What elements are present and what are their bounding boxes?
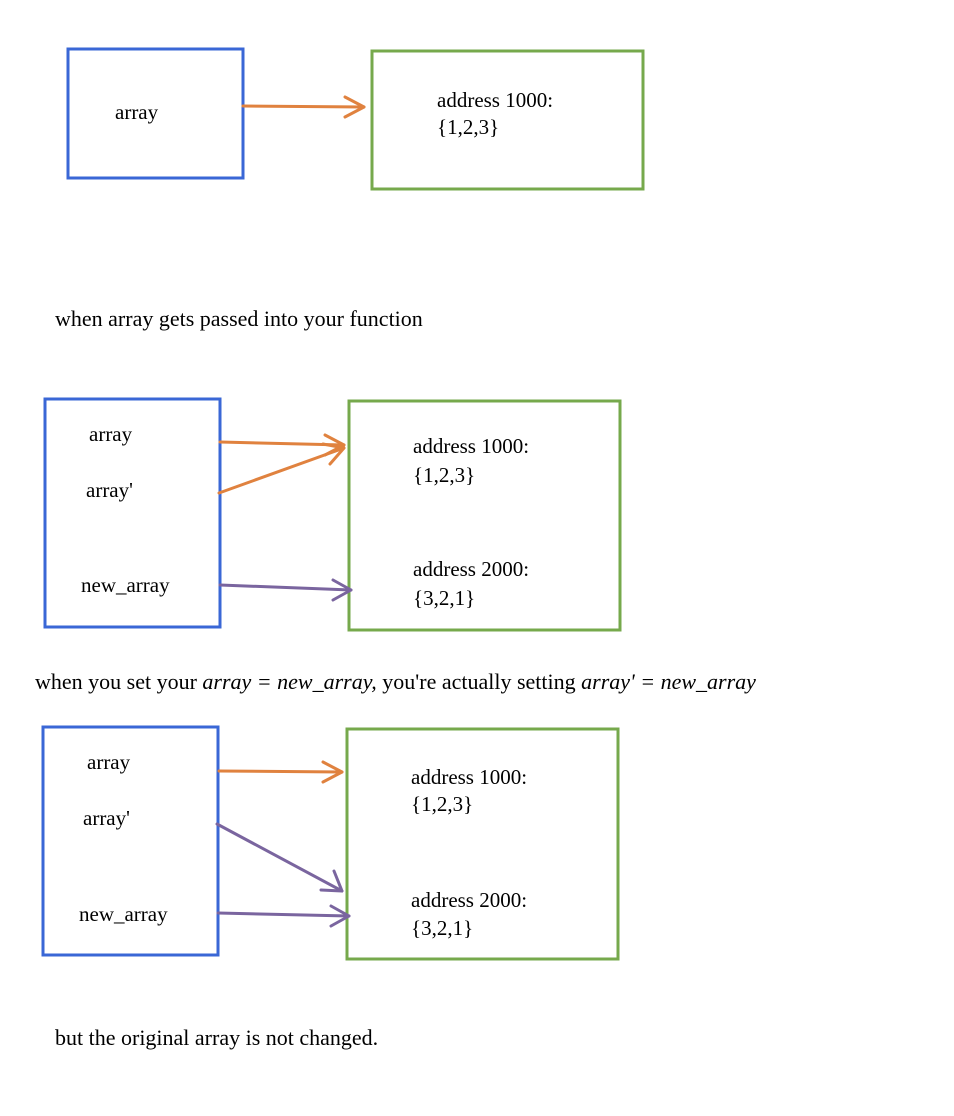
caption-pass-into-function: when array gets passed into your functio… (55, 306, 423, 331)
pointer-label-array: array (87, 750, 131, 774)
caption-set-array-part1: when you set your (35, 669, 202, 694)
memory-box (347, 399, 622, 632)
pointer-box (43, 397, 222, 629)
arrow-new-array-to-2000 (216, 904, 351, 928)
memory-box (370, 49, 645, 191)
pointer-box (41, 725, 220, 957)
pointer-label-new-array: new_array (81, 573, 170, 597)
caption-set-array-part3: you're actually setting (377, 669, 581, 694)
diagram-1: array address 1000: {1,2,3} (66, 47, 645, 191)
pointer-label-array-prime: array' (86, 478, 133, 502)
memory-address-2000: address 2000: (413, 557, 529, 581)
memory-address-2000: address 2000: (411, 888, 527, 912)
pointer-label-array: array (115, 100, 159, 124)
arrow-array-prime-to-1000 (217, 442, 346, 495)
memory-values-1000: {1,2,3} (437, 115, 499, 139)
memory-box (345, 727, 620, 961)
pointer-label-new-array: new_array (79, 902, 168, 926)
caption-set-array-code2: array' = new_array (581, 669, 756, 694)
diagram-2: array array' new_array address 1000: {1,… (43, 397, 622, 632)
memory-values-2000: {3,2,1} (411, 916, 473, 940)
arrow-array-to-1000 (241, 95, 366, 119)
diagram-3: array array' new_array address 1000: {1,… (41, 725, 620, 961)
memory-address-1000: address 1000: (411, 765, 527, 789)
memory-address-1000: address 1000: (437, 88, 553, 112)
caption-set-array: when you set your array = new_array, you… (35, 669, 756, 694)
pointer-label-array: array (89, 422, 133, 446)
pointer-box (66, 47, 245, 180)
arrow-array-to-1000 (217, 760, 344, 784)
memory-values-1000: {1,2,3} (413, 463, 475, 487)
memory-values-2000: {3,2,1} (413, 586, 475, 610)
caption-original-unchanged: but the original array is not changed. (55, 1025, 378, 1050)
pointer-label-array-prime: array' (83, 806, 130, 830)
arrow-new-array-to-2000 (218, 578, 353, 602)
arrow-array-prime-to-2000 (215, 822, 344, 893)
memory-address-1000: address 1000: (413, 434, 529, 458)
caption-set-array-code1: array = new_array, (202, 669, 376, 694)
memory-values-1000: {1,2,3} (411, 792, 473, 816)
